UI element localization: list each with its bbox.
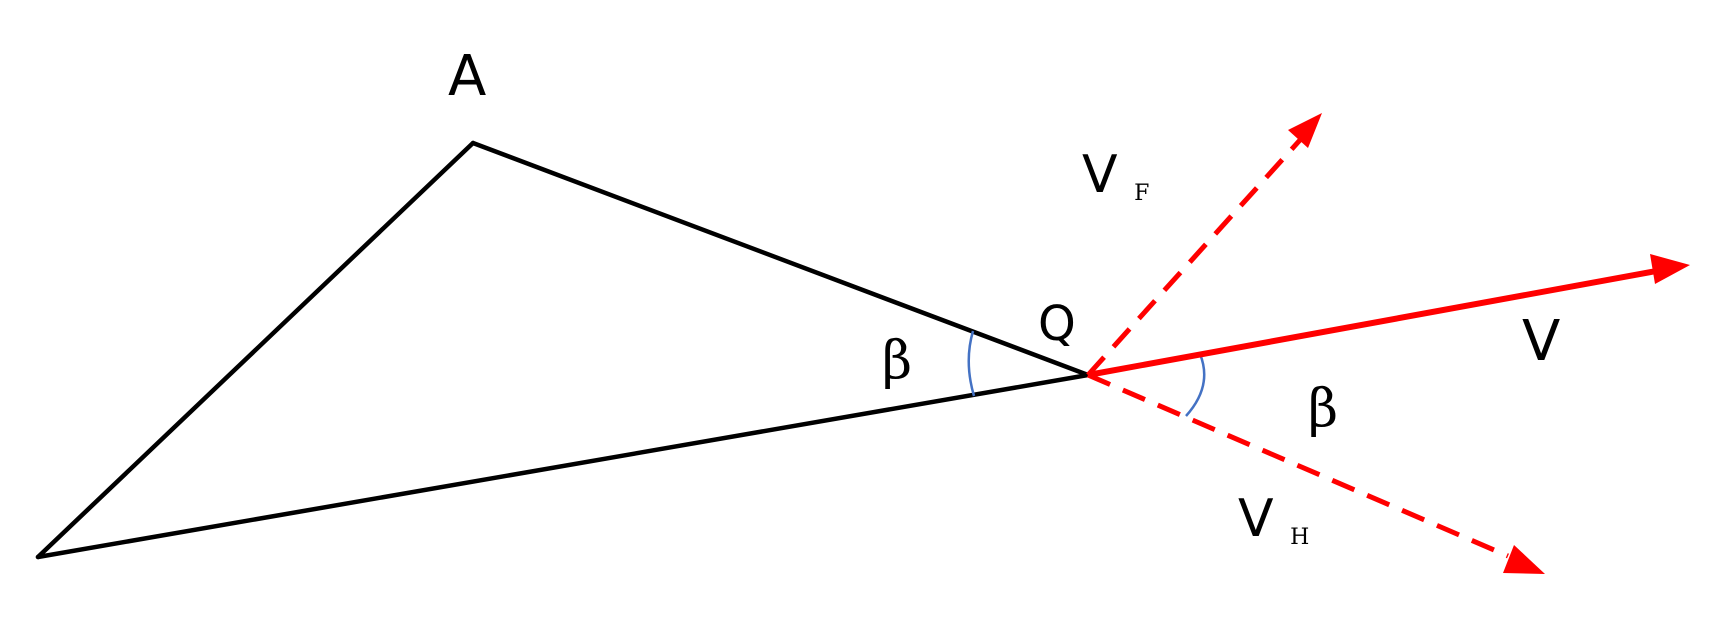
angle-beta-left-label: β (882, 331, 912, 391)
vector-v-arrowhead (1650, 254, 1690, 284)
angle-arc-left (967, 330, 976, 397)
vector-vf-arrow (1086, 138, 1302, 377)
vector-vh-label-main: V (1238, 489, 1274, 549)
vector-vf-arrowhead (1288, 113, 1322, 148)
side-a-left (35, 140, 476, 560)
vector-vf-label-main: V (1082, 145, 1118, 205)
vector-vf-label: V F (1082, 145, 1149, 206)
vertex-q-label: Q (1038, 296, 1076, 352)
vertex-a-label: A (448, 44, 486, 109)
vector-vh-label: V H (1238, 489, 1309, 550)
vector-v-label: V (1522, 309, 1560, 374)
side-a-q (470, 140, 1091, 378)
angle-beta-right-label: β (1308, 379, 1338, 439)
vector-vf-label-subscript: F (1134, 181, 1149, 206)
vector-vh-arrow (1087, 372, 1509, 559)
vector-vh-arrowhead (1503, 545, 1545, 574)
vector-vh-label-subscript: H (1290, 525, 1309, 550)
side-left-q (35, 372, 1091, 560)
vector-v-arrow (1087, 267, 1663, 378)
angle-arc-right (1185, 353, 1206, 417)
